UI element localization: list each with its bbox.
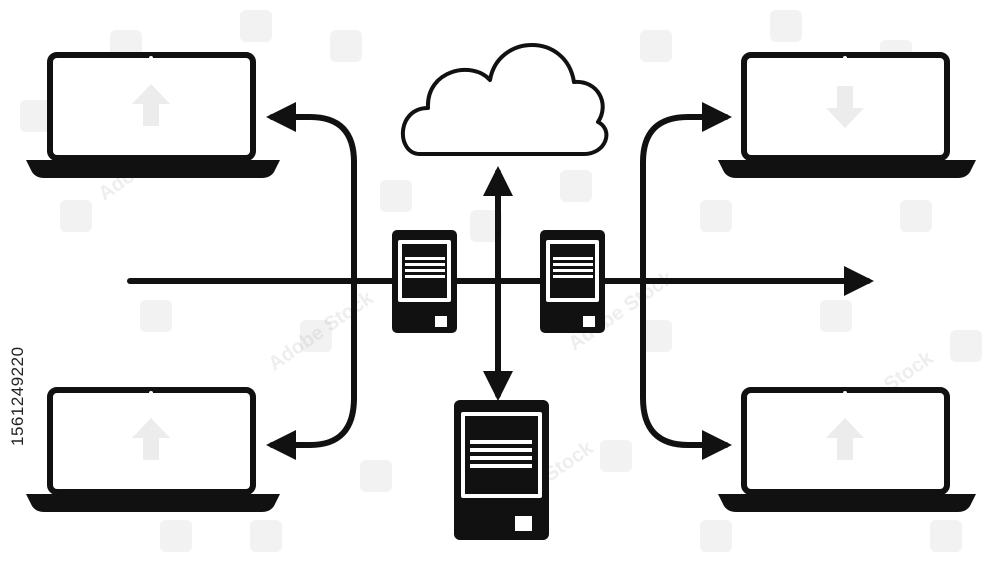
server-right — [540, 230, 605, 333]
arrow-up-icon — [132, 418, 170, 460]
laptop-bottom-left — [26, 387, 280, 512]
server-bottom — [454, 400, 549, 540]
arrow-up-icon — [826, 418, 864, 460]
laptop-top-right — [718, 52, 976, 178]
stock-id-label: 1561249220 — [4, 318, 32, 458]
server-left — [392, 230, 457, 333]
arrow-up-icon — [132, 84, 170, 126]
left-branch-arrow — [266, 102, 357, 460]
stock-id-text: 1561249220 — [8, 346, 27, 446]
laptop-bottom-right — [718, 387, 976, 512]
right-branch-arrow — [640, 102, 732, 460]
arrow-down-icon — [826, 86, 864, 128]
cloud-icon — [400, 43, 609, 156]
laptop-top-left — [26, 52, 280, 178]
